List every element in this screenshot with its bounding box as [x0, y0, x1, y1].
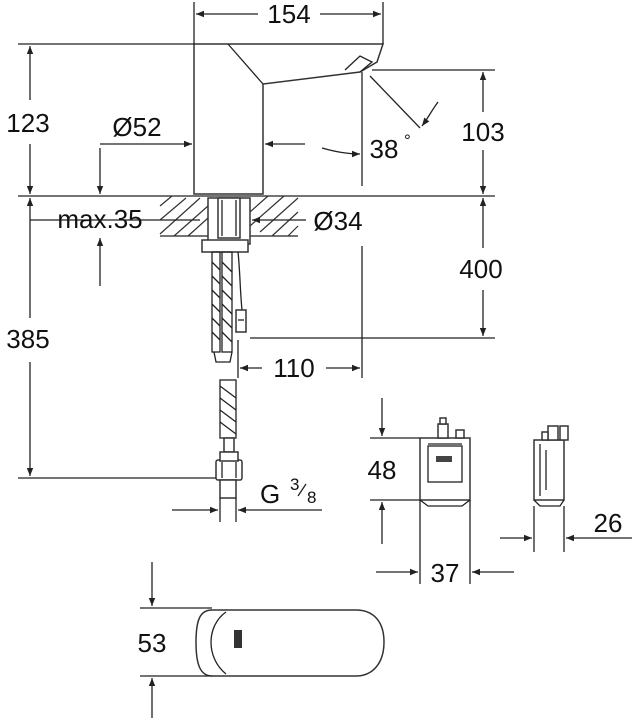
control-box-front [419, 417, 471, 507]
control-box-side [533, 425, 569, 507]
dim-spout-reach: 110 [273, 353, 314, 383]
hoses [211, 251, 247, 499]
dim-hole-diameter: Ø34 [313, 206, 362, 236]
dim-angle-unit: ° [404, 131, 411, 150]
dim-top-width: 154 [267, 0, 310, 29]
dim-thread-letter: G [260, 479, 280, 509]
dim-max-counter: max.35 [57, 204, 142, 234]
mounting-shank [201, 197, 251, 253]
dim-spout-height: 103 [461, 117, 504, 147]
dim-box-width: 37 [431, 558, 460, 588]
dim-top-view-width: 53 [138, 628, 167, 658]
dim-total-hose: 385 [6, 324, 49, 354]
dim-thread-num: 3 [290, 475, 299, 494]
faucet-body [193, 43, 385, 195]
dim-height-above-counter: 123 [6, 108, 49, 138]
countertop-section [159, 195, 299, 237]
dim-box-height: 48 [368, 455, 397, 485]
dim-body-diameter: Ø52 [112, 112, 161, 142]
dim-hose-length: 400 [459, 254, 502, 284]
dim-box-depth: 26 [594, 508, 623, 538]
dim-thread-den: 8 [307, 488, 316, 507]
dim-angle: 38 [370, 134, 399, 164]
faucet-top-view [195, 609, 385, 677]
